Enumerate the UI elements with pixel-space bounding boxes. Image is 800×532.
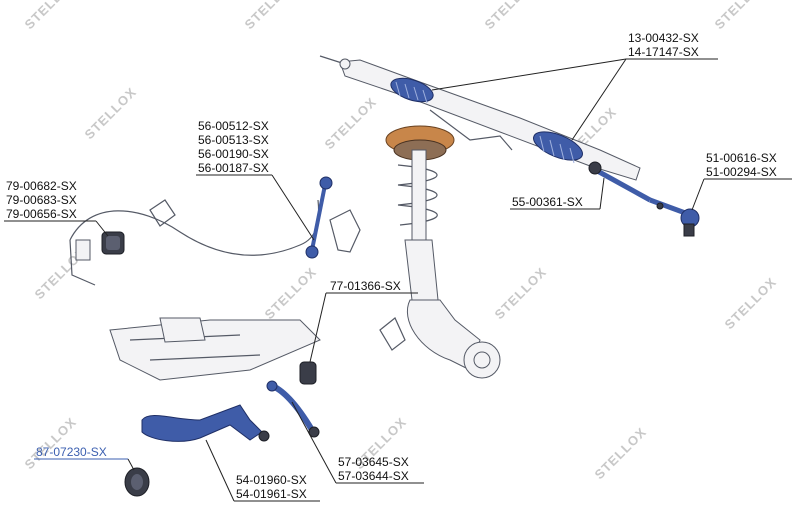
strut-assembly <box>379 125 501 379</box>
part-number: 51-00294-SX <box>706 165 777 179</box>
part-number: 56-00187-SX <box>198 161 269 175</box>
part-number: 54-01961-SX <box>236 487 307 501</box>
label-stabilizer-link: 56-00512-SX 56-00513-SX 56-00190-SX 56-0… <box>196 119 315 241</box>
part-number: 79-00682-SX <box>6 179 77 193</box>
part-number: 54-01960-SX <box>236 473 307 487</box>
part-number: 55-00361-SX <box>512 195 583 209</box>
label-tie-rod-end: 51-00616-SX 51-00294-SX <box>691 151 792 211</box>
watermark: STELLOX <box>492 264 550 322</box>
part-number: 57-03645-SX <box>338 455 409 469</box>
watermark: STELLOX <box>482 0 540 32</box>
part-number: 56-00190-SX <box>198 147 269 161</box>
watermark: STELLOX <box>242 0 300 32</box>
label-stabilizer-bushing: 79-00682-SX 79-00683-SX 79-00656-SX <box>4 179 109 237</box>
label-inner-tie-rod: 55-00361-SX <box>510 177 605 210</box>
watermark: STELLOX <box>82 84 140 142</box>
watermark: STELLOX <box>592 424 650 482</box>
part-number: 51-00616-SX <box>706 151 777 165</box>
label-strut-bushing: 77-01366-SX <box>309 279 418 363</box>
lower-control-arm <box>141 404 270 442</box>
tie-rod-end <box>649 197 700 237</box>
stabilizer-link <box>305 176 333 259</box>
part-number: 56-00512-SX <box>198 119 269 133</box>
stabilizer-bar <box>69 199 361 286</box>
watermark: STELLOX <box>712 0 770 32</box>
part-number: 79-00656-SX <box>6 207 77 221</box>
steering-rack-illustration <box>319 55 641 181</box>
watermark: STELLOX <box>722 274 780 332</box>
watermark: STELLOX <box>322 94 380 152</box>
inner-tie-rod <box>588 161 652 203</box>
part-number: 79-00683-SX <box>6 193 77 207</box>
label-lower-control-arm: 54-01960-SX 54-01961-SX <box>205 439 320 502</box>
label-tie-rod-boot: 13-00432-SX 14-17147-SX <box>431 31 718 141</box>
label-control-arm-bushing: 87-07230-SX <box>34 445 135 471</box>
watermark: STELLOX <box>22 414 80 472</box>
watermark-layer: STELLOX STELLOX STELLOX STELLOX STELLOX … <box>22 0 780 482</box>
thrust-arm <box>266 380 320 438</box>
part-number: 87-07230-SX <box>36 445 107 459</box>
control-arm-bushing <box>124 467 150 497</box>
part-number: 13-00432-SX <box>628 31 699 45</box>
part-number: 14-17147-SX <box>628 45 699 59</box>
strut-rod-bushing <box>299 361 317 385</box>
part-number: 77-01366-SX <box>330 279 401 293</box>
part-number: 57-03644-SX <box>338 469 409 483</box>
label-thrust-arm: 57-03645-SX 57-03644-SX <box>291 401 424 484</box>
stabilizer-bushing <box>75 231 125 261</box>
part-number: 56-00513-SX <box>198 133 269 147</box>
watermark: STELLOX <box>262 264 320 322</box>
watermark: STELLOX <box>22 0 80 32</box>
subframe-illustration <box>109 317 321 381</box>
tie-rod-boot-right <box>533 131 583 164</box>
tie-rod-boot-left <box>390 77 434 104</box>
